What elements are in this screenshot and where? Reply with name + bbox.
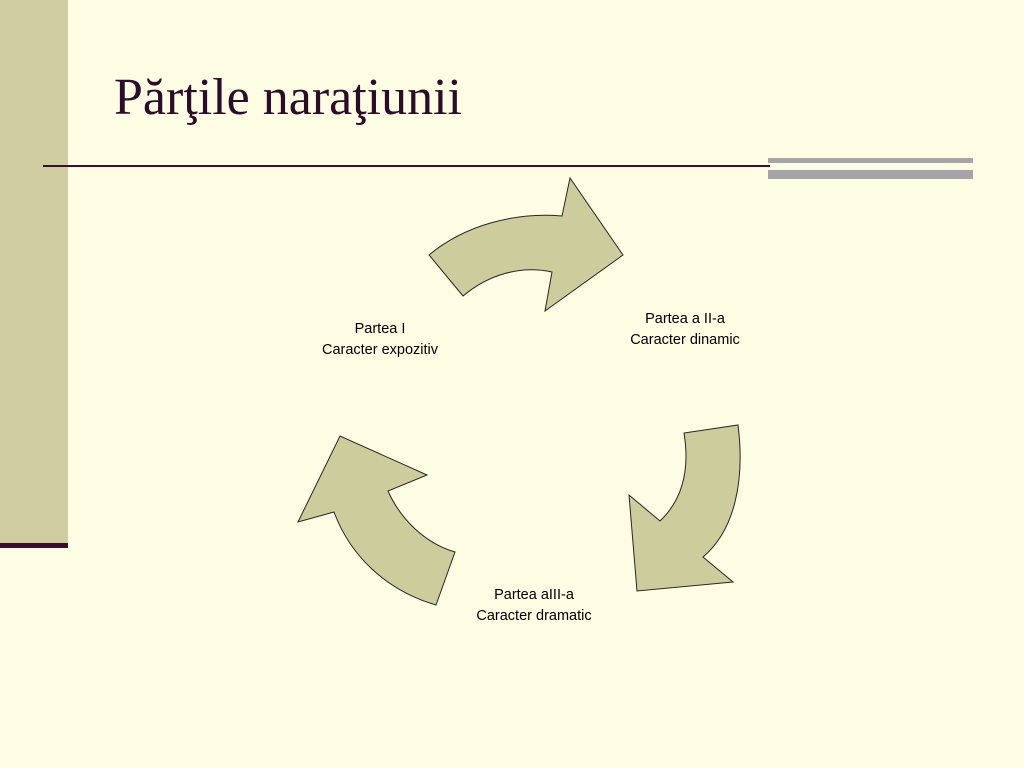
stage-1-name: Partea I [354, 321, 406, 337]
stage-3-name: Partea aIII-a [494, 587, 574, 603]
left-accent-bar [0, 0, 68, 546]
stage-2-description: Caracter dinamic [630, 332, 740, 348]
title-underline [43, 165, 770, 167]
cycle-arrow-top [428, 176, 624, 313]
title-accent-bar-top [768, 158, 973, 163]
stage-label-1: Partea I Caracter expozitiv [300, 319, 460, 361]
left-accent-bar-end [0, 543, 68, 548]
cycle-arrow-left [297, 435, 456, 606]
slide-title: Părţile naraţiunii [114, 69, 463, 126]
stage-1-description: Caracter expozitiv [321, 342, 439, 358]
stage-2-name: Partea a II-a [645, 311, 725, 327]
cycle-arrow-right [628, 424, 741, 592]
stage-label-2: Partea a II-a Caracter dinamic [605, 309, 765, 351]
stage-3-description: Caracter dramatic [476, 608, 592, 624]
stage-label-3: Partea aIII-a Caracter dramatic [454, 585, 614, 627]
title-accent-bar-bottom [768, 170, 973, 179]
